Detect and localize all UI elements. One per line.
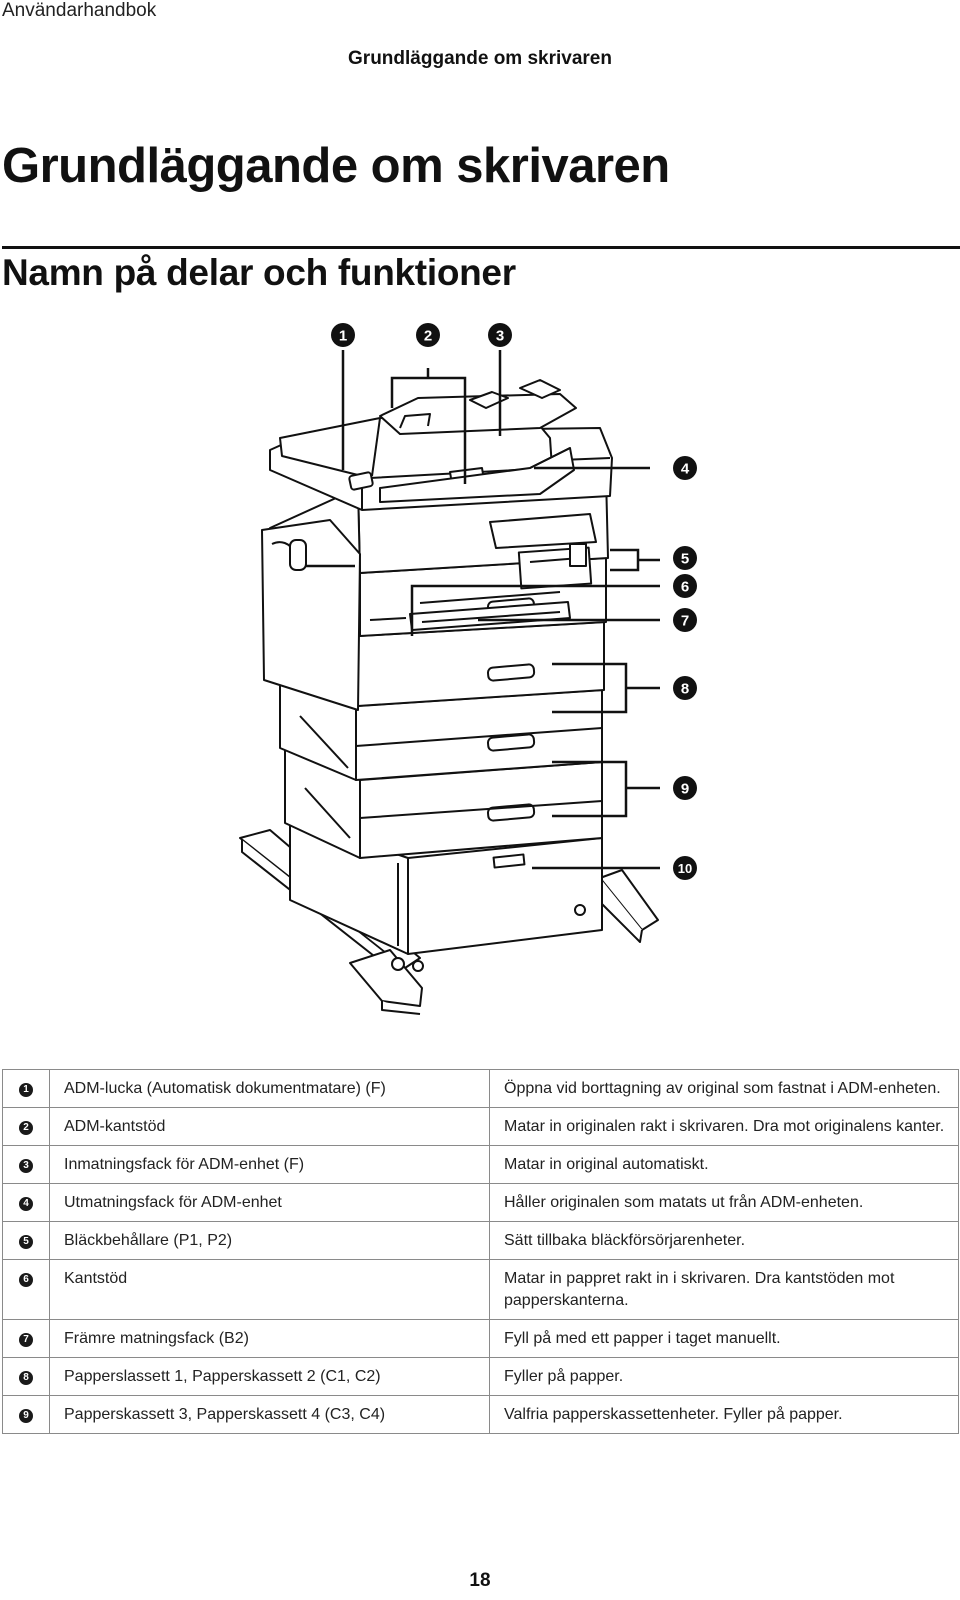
part-name: ADM-lucka (Automatisk dokumentmatare) (F… [49,1069,490,1108]
row-number-badge: 9 [19,1409,33,1424]
callout-9: 9 [673,776,697,800]
callout-6-label: 6 [681,579,689,596]
part-description: Fyller på papper. [489,1357,959,1396]
table-row: 9 Papperskassett 3, Papperskassett 4 (C3… [2,1395,959,1434]
parts-table: 1 ADM-lucka (Automatisk dokumentmatare) … [2,1069,959,1434]
printer-illustration: 1 2 3 4 5 6 7 [230,318,730,1028]
table-row: 3 Inmatningsfack för ADM-enhet (F) Matar… [2,1145,959,1184]
table-row: 2 ADM-kantstöd Matar in originalen rakt … [2,1107,959,1146]
row-number-badge: 2 [19,1121,33,1136]
row-number-badge: 8 [19,1371,33,1386]
callout-6: 6 [673,574,697,598]
callout-10-label: 10 [678,861,692,876]
callout-2-label: 2 [424,328,432,345]
row-number-badge: 6 [19,1273,33,1288]
chapter-title: Grundläggande om skrivaren [2,139,670,193]
part-name: Papperskassett 3, Papperskassett 4 (C3, … [49,1395,490,1434]
part-name: Bläckbehållare (P1, P2) [49,1221,490,1260]
callout-5: 5 [673,546,697,570]
row-number-badge: 4 [19,1197,33,1212]
part-description: Matar in pappret rakt in i skrivaren. Dr… [489,1259,959,1320]
page-number: 18 [469,1570,491,1591]
callout-2: 2 [416,323,440,347]
running-header-title: Användarhandbok [2,0,157,21]
row-number-badge: 7 [19,1333,33,1348]
callout-1: 1 [331,323,355,347]
part-description: Valfria papperskassettenheter. Fyller på… [489,1395,959,1434]
callout-8: 8 [673,676,697,700]
part-name: Papperslassett 1, Papperskassett 2 (C1, … [49,1357,490,1396]
callout-badges: 1 2 3 4 5 6 7 [331,323,697,880]
callout-leader-lines [306,350,660,870]
callout-8-label: 8 [681,681,689,698]
table-row: 6 Kantstöd Matar in pappret rakt in i sk… [2,1259,959,1320]
part-name: Kantstöd [49,1259,490,1320]
row-number-badge: 3 [19,1159,33,1174]
part-description: Sätt tillbaka bläckförsörjarenheter. [489,1221,959,1260]
callout-7-label: 7 [681,613,689,630]
callout-4-label: 4 [681,461,690,478]
row-number-badge: 1 [19,1083,33,1098]
callout-10: 10 [673,856,697,880]
callout-1-label: 1 [339,328,347,345]
table-row: 5 Bläckbehållare (P1, P2) Sätt tillbaka … [2,1221,959,1260]
part-description: Matar in originalen rakt i skrivaren. Dr… [489,1107,959,1146]
table-row: 1 ADM-lucka (Automatisk dokumentmatare) … [2,1069,959,1108]
table-row: 4 Utmatningsfack för ADM-enhet Håller or… [2,1183,959,1222]
part-name: ADM-kantstöd [49,1107,490,1146]
part-name: Inmatningsfack för ADM-enhet (F) [49,1145,490,1184]
part-description: Öppna vid borttagning av original som fa… [489,1069,959,1108]
callout-9-label: 9 [681,781,689,798]
part-description: Fyll på med ett papper i taget manuellt. [489,1319,959,1358]
table-row: 8 Papperslassett 1, Papperskassett 2 (C1… [2,1357,959,1396]
table-row: 7 Främre matningsfack (B2) Fyll på med e… [2,1319,959,1358]
callout-5-label: 5 [681,551,689,568]
part-name: Främre matningsfack (B2) [49,1319,490,1358]
callout-7: 7 [673,608,697,632]
heading-rule [2,246,960,249]
section-heading: Namn på delar och funktioner [2,252,516,293]
callout-3: 3 [488,323,512,347]
printer-drawing [239,379,659,1015]
part-name: Utmatningsfack för ADM-enhet [49,1183,490,1222]
callout-4: 4 [673,456,697,480]
part-description: Matar in original automatiskt. [489,1145,959,1184]
row-number-badge: 5 [19,1235,33,1250]
part-description: Håller originalen som matats ut från ADM… [489,1183,959,1222]
section-header-title: Grundläggande om skrivaren [348,48,612,69]
callout-3-label: 3 [496,328,504,345]
